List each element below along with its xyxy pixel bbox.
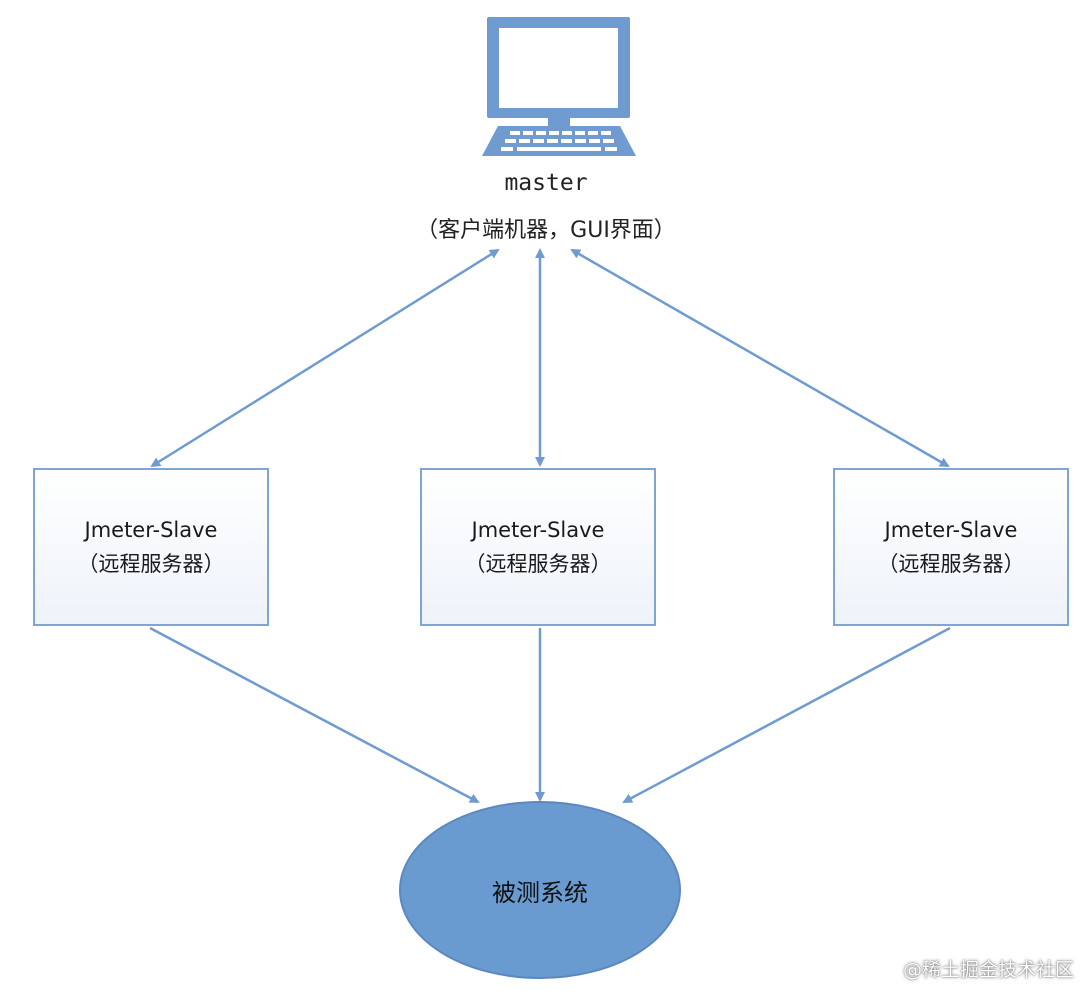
- slave-node-left: Jmeter-Slave （远程服务器）: [33, 468, 269, 626]
- connector-master-slave-right: [570, 248, 950, 468]
- connector-slave-left-target: [149, 626, 480, 804]
- master-subtitle: （客户端机器，GUI界面）: [416, 218, 676, 243]
- slave-name: Jmeter-Slave: [84, 518, 218, 542]
- watermark-text: @稀土掘金技术社区: [902, 959, 1074, 981]
- slave-node-center: Jmeter-Slave （远程服务器）: [420, 468, 656, 626]
- target-system-label: 被测系统: [492, 878, 588, 907]
- slave-name: Jmeter-Slave: [471, 518, 605, 542]
- connector-master-slave-left: [150, 248, 500, 468]
- connector-slave-right-target: [622, 626, 951, 804]
- desktop-computer-icon: [482, 17, 636, 156]
- master-title: master: [504, 170, 588, 196]
- slave-role: （远程服务器）: [464, 552, 612, 576]
- target-system-ellipse: [399, 801, 681, 979]
- slave-node-right: Jmeter-Slave （远程服务器）: [833, 468, 1069, 626]
- slave-role: （远程服务器）: [877, 552, 1025, 576]
- slave-role: （远程服务器）: [77, 552, 225, 576]
- slave-name: Jmeter-Slave: [884, 518, 1018, 542]
